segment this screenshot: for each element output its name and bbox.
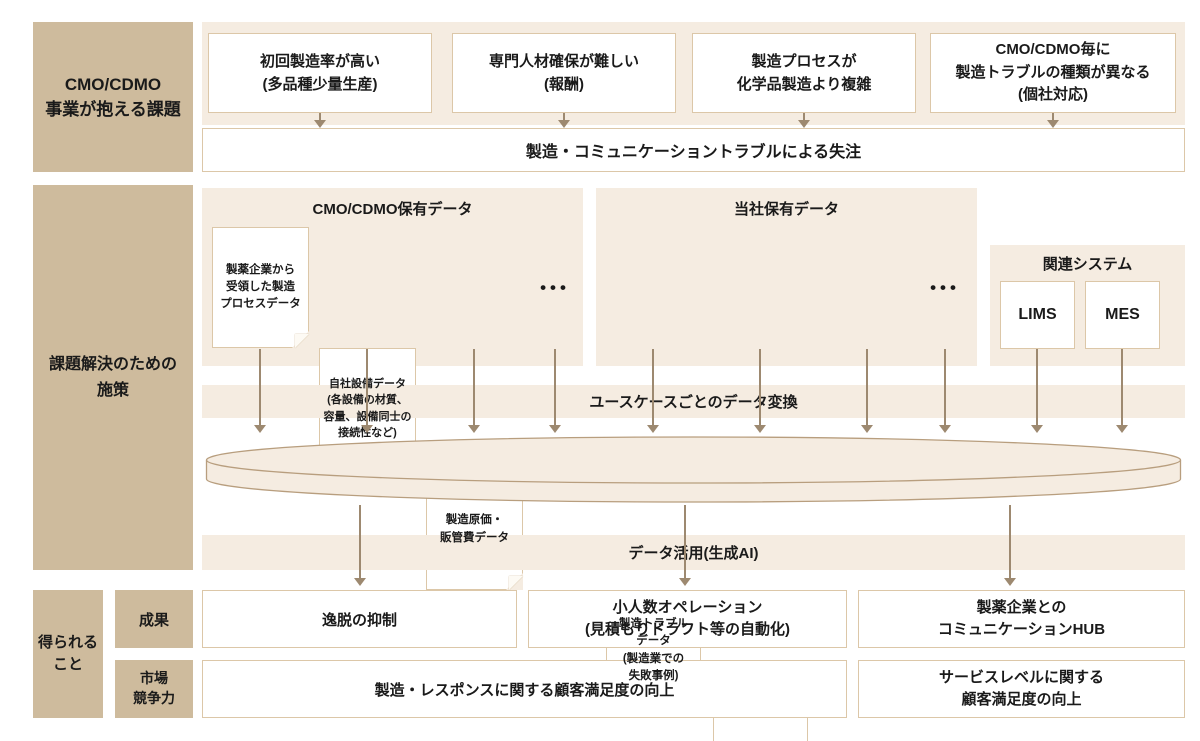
outcome-row-label-market-competitiveness: 市場 競争力: [115, 660, 193, 718]
output-arrow-icon: [1009, 505, 1011, 578]
related-systems-title: 関連システム: [1042, 255, 1133, 273]
outcome-card-small-team-operation: 小人数オペレーション (見積もりドラフト等の自動化): [528, 590, 847, 648]
outcome-card-deviation-control: 逸脱の抑制: [202, 590, 517, 648]
output-arrow-icon: [684, 505, 686, 578]
ellipsis-dots-icon: •••: [540, 277, 570, 297]
solution-section-label: 課題解決のための 施策: [33, 185, 193, 570]
cmo-data-group-title: CMO/CDMO保有データ: [312, 200, 473, 218]
usage-band: データ活用(生成AI): [202, 535, 1185, 570]
data-flow-arrow-icon: [554, 349, 556, 425]
outcome-row-label-results: 成果: [115, 590, 193, 648]
challenge-card-trouble-types: CMO/CDMO毎に 製造トラブルの種類が異なる (個社対応): [930, 33, 1176, 113]
challenge-card-talent: 専門人材確保が難しい (報酬): [452, 33, 676, 113]
down-arrow-icon: [1052, 113, 1054, 120]
outcome-card-manufacturing-response-satisfaction: 製造・レスポンスに関する顧客満足度の向上: [202, 660, 847, 718]
data-flow-arrow-icon: [259, 349, 261, 425]
document-card-pharma-process-data: 製薬企業から 受領した製造 プロセスデータ: [212, 227, 309, 348]
outcomes-section-label: 得られる こと: [33, 590, 103, 718]
company-data-group-title: 当社保有データ: [733, 200, 839, 218]
down-arrow-icon: [319, 113, 321, 120]
lims-box: LIMS: [1000, 281, 1075, 349]
data-flow-arrow-icon: [1036, 349, 1038, 425]
data-flow-arrow-icon: [652, 349, 654, 425]
data-lake-cylinder: [202, 435, 1185, 505]
data-flow-arrow-icon: [473, 349, 475, 425]
data-flow-arrow-icon: [944, 349, 946, 425]
data-flow-arrow-icon: [1121, 349, 1123, 425]
mes-box: MES: [1085, 281, 1160, 349]
challenge-card-first-run-rate: 初回製造率が高い (多品種少量生産): [208, 33, 432, 113]
challenges-section-label: CMO/CDMO 事業が抱える課題: [33, 22, 193, 172]
challenge-card-process-complexity: 製造プロセスが 化学品製造より複雑: [692, 33, 916, 113]
data-flow-arrow-icon: [366, 349, 368, 425]
data-flow-arrow-icon: [866, 349, 868, 425]
lost-orders-result-bar: 製造・コミュニケーショントラブルによる失注: [202, 128, 1185, 172]
data-flow-arrow-icon: [759, 349, 761, 425]
company-data-group: [596, 188, 977, 366]
ellipsis-dots-icon: •••: [930, 277, 960, 297]
down-arrow-icon: [803, 113, 805, 120]
outcome-card-service-level-satisfaction: サービスレベルに関する 顧客満足度の向上: [858, 660, 1185, 718]
down-arrow-icon: [563, 113, 565, 120]
output-arrow-icon: [359, 505, 361, 578]
outcome-card-communication-hub: 製薬企業との コミュニケーションHUB: [858, 590, 1185, 648]
